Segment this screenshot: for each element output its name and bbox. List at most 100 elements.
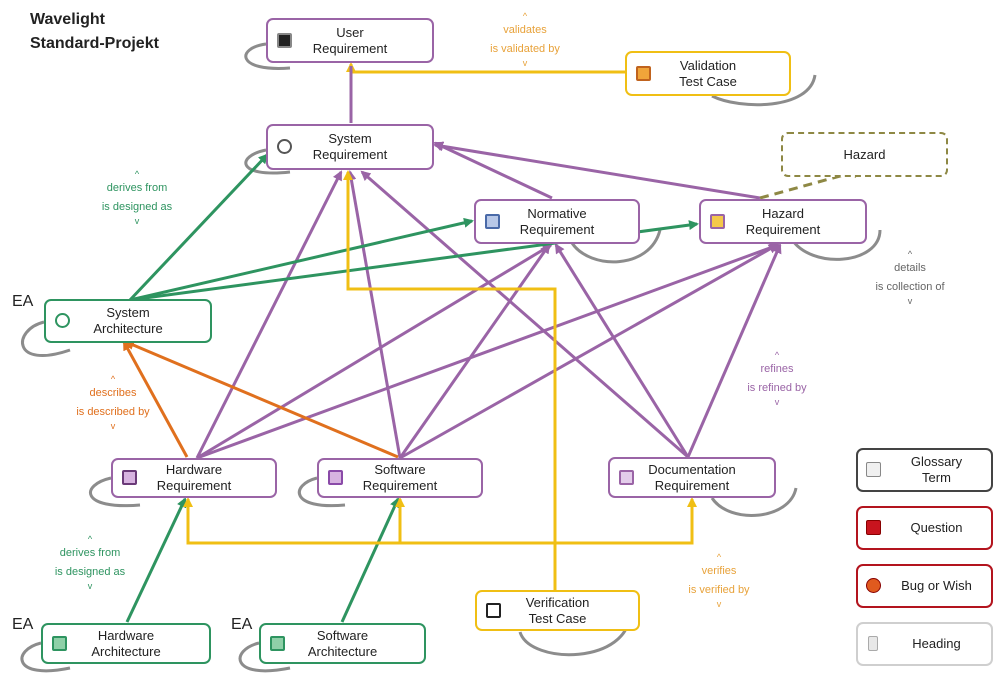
- node-label-line1: Software: [374, 462, 426, 477]
- edge-hazardreq-to-system: [433, 141, 761, 200]
- ea-label-system: EA: [12, 293, 34, 310]
- edge-verification-to-system: [343, 170, 557, 590]
- arrow-up-mark: ^: [110, 374, 116, 384]
- node-hazard[interactable]: Hazard: [781, 132, 948, 177]
- ea-label-software: EA: [231, 616, 253, 633]
- node-validation-test-case[interactable]: Validation Test Case: [625, 51, 791, 96]
- arrow-up-mark: ^: [134, 169, 140, 179]
- edge-label-derives-bottom: ^ derives from is designed as v: [35, 535, 145, 591]
- self-loop-system-arch: [21, 320, 71, 357]
- edge-label-backward: is designed as: [54, 566, 126, 578]
- self-loop-software-arch: [238, 641, 291, 673]
- node-verification-test-case[interactable]: Verification Test Case: [475, 590, 640, 631]
- verification-edges: [183, 170, 697, 590]
- node-hardware-architecture[interactable]: Hardware Architecture: [41, 623, 211, 664]
- edge-label-verifies: ^ verifies is verified by v: [664, 553, 774, 609]
- chip-icon: [122, 470, 137, 485]
- self-loop-system-req: [244, 148, 291, 175]
- edge-hardware-to-systemarch: [122, 340, 189, 458]
- arrow-up-mark: ^: [907, 249, 913, 259]
- edge-software-to-hazardreq: [399, 243, 779, 460]
- edge-label-forward: refines: [760, 363, 794, 375]
- edge-systemarch-to-normative: [129, 217, 474, 302]
- node-normative-requirement[interactable]: Normative Requirement: [474, 199, 640, 244]
- legend-question[interactable]: Question: [856, 506, 993, 550]
- legend-label-line1: Bug or Wish: [901, 578, 972, 593]
- node-label-line1: Documentation: [648, 461, 736, 477]
- edge-hardwarearch-to-hardware: [125, 497, 187, 623]
- self-loop-validation-tc: [711, 74, 817, 107]
- node-software-architecture[interactable]: Software Architecture: [259, 623, 426, 664]
- node-label-line2: Requirement: [745, 221, 821, 237]
- arrow-down-mark: v: [87, 581, 93, 591]
- edge-label-forward: describes: [89, 387, 137, 399]
- node-label-line2: Test Case: [528, 610, 587, 626]
- node-label-line1: Hardware: [165, 462, 223, 477]
- bookmark-icon: [868, 636, 878, 651]
- document-icon: [485, 213, 500, 229]
- question-icon: [866, 520, 881, 535]
- node-software-requirement[interactable]: Software Requirement: [317, 458, 483, 498]
- legend-bug-or-wish[interactable]: Bug or Wish: [856, 564, 993, 608]
- node-label-line2: Architecture: [93, 321, 163, 336]
- arrow-down-mark: v: [907, 296, 913, 306]
- edge-label-forward: details: [894, 262, 926, 274]
- node-label-line1: Hardware: [97, 627, 155, 643]
- node-label-line1: Validation: [679, 57, 737, 73]
- node-label-line2: Architecture: [91, 643, 161, 659]
- arrow-down-mark: v: [716, 599, 722, 609]
- edge-label-forward: derives from: [106, 182, 168, 194]
- legend-heading[interactable]: Heading: [856, 622, 993, 666]
- project-title-line1: Wavelight: [30, 11, 105, 28]
- node-label-line2: Requirement: [312, 40, 388, 56]
- node-label-line1: Hazard: [843, 146, 886, 162]
- node-system-requirement[interactable]: System Requirement: [266, 124, 434, 170]
- edge-label-backward: is refined by: [747, 382, 807, 394]
- arrow-down-mark: v: [774, 397, 780, 407]
- chip-icon: [52, 635, 67, 651]
- self-loop-hazard-req: [789, 229, 882, 261]
- warning-triangle-icon: [710, 213, 725, 229]
- legend-glossary-term[interactable]: Glossary Term: [856, 448, 993, 492]
- self-loop-normative-req: [570, 229, 662, 264]
- node-label-line2: Requirement: [519, 221, 595, 237]
- edge-software-to-systemarch: [124, 340, 399, 459]
- edge-softwarearch-to-software: [340, 497, 400, 623]
- edge-label-backward: is described by: [76, 406, 150, 418]
- green-edges: [125, 153, 699, 623]
- edge-verification-to-documentation: [555, 497, 697, 545]
- node-hazard-requirement[interactable]: Hazard Requirement: [699, 199, 867, 244]
- gears-icon: [55, 313, 70, 328]
- edge-normative-to-system: [433, 141, 553, 200]
- project-title-line2: Standard-Projekt: [30, 35, 159, 52]
- project-title: Wavelight Standard-Projekt: [30, 8, 159, 56]
- node-label-line2: Requirement: [654, 477, 730, 493]
- node-label-line2: Requirement: [362, 478, 438, 493]
- edge-hardware-to-hazardreq: [196, 243, 780, 460]
- node-system-architecture[interactable]: System Architecture: [44, 299, 212, 343]
- arrow-up-mark: ^: [522, 11, 528, 21]
- node-label-line1: Software: [316, 627, 369, 643]
- book-icon: [866, 462, 881, 477]
- edge-label-forward: verifies: [701, 565, 737, 577]
- check-shield-icon: [636, 65, 651, 81]
- self-loop-hardware-req: [89, 476, 141, 508]
- node-documentation-requirement[interactable]: Documentation Requirement: [608, 457, 776, 498]
- purple-edges: [195, 66, 782, 460]
- node-label-line1: User: [336, 24, 364, 40]
- edge-documentation-to-normative: [554, 243, 690, 458]
- edge-label-refines: ^ refines is refined by v: [722, 351, 832, 407]
- edge-systemarch-to-system: [128, 153, 269, 302]
- gears-icon: [277, 139, 292, 154]
- arrow-down-mark: v: [134, 216, 140, 226]
- edge-documentation-to-system: [360, 170, 689, 459]
- edge-hardware-to-normative: [196, 243, 553, 460]
- node-label-line1: Normative: [527, 205, 587, 221]
- node-label-line1: System: [328, 131, 372, 146]
- ruler-icon: [328, 470, 343, 485]
- node-hardware-requirement[interactable]: Hardware Requirement: [111, 458, 277, 498]
- edge-software-to-system: [346, 170, 402, 459]
- legend-label-line1: Heading: [912, 636, 961, 651]
- pages-icon: [619, 469, 634, 485]
- node-user-requirement[interactable]: User Requirement: [266, 18, 434, 63]
